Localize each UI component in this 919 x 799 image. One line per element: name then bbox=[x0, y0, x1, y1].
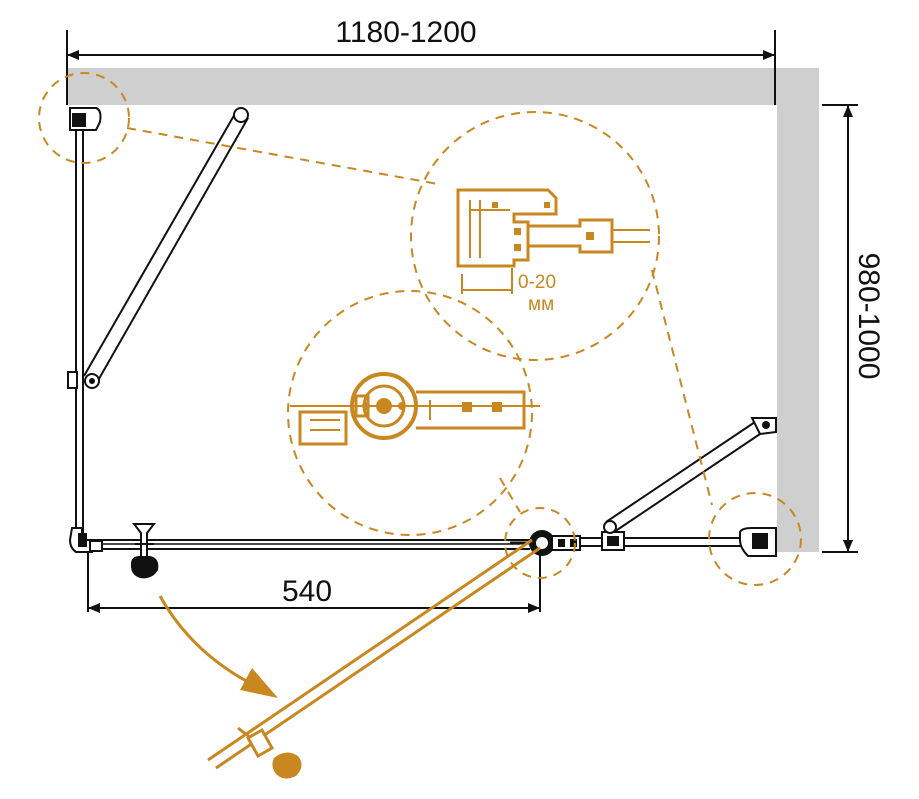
left-glass-panel bbox=[67, 115, 84, 540]
detail-circle-hinge bbox=[287, 290, 533, 536]
door-label: 540 bbox=[282, 575, 332, 608]
back-wall bbox=[67, 68, 777, 105]
side-wall bbox=[777, 68, 819, 552]
stabilizer-bar-left bbox=[83, 107, 249, 389]
swing-direction-arrow bbox=[158, 595, 278, 698]
swing-door-open bbox=[207, 538, 541, 779]
width-dimension: 1180-1200 bbox=[66, 16, 776, 105]
gap-value: 0-20 bbox=[518, 272, 556, 293]
right-glass-panel bbox=[580, 531, 748, 551]
leader-line-3 bbox=[499, 477, 521, 513]
leader-line-1 bbox=[126, 127, 439, 185]
depth-dimension: 980-1000 bbox=[822, 104, 885, 553]
gap-unit: мм bbox=[528, 294, 554, 315]
hinge bbox=[510, 530, 581, 556]
width-label: 1180-1200 bbox=[335, 16, 476, 49]
leader-line-2 bbox=[651, 269, 713, 506]
door-handle bbox=[130, 523, 159, 579]
door-dimension: 540 bbox=[87, 552, 541, 613]
callout-circle-top-left bbox=[38, 72, 130, 164]
callout-circle-right bbox=[708, 492, 802, 586]
callout-circle-hinge bbox=[504, 507, 576, 579]
bottom-rail bbox=[68, 527, 530, 553]
detail-circle-profile bbox=[410, 111, 660, 361]
depth-label: 980-1000 bbox=[852, 253, 885, 380]
profile-detail-drawing: 0-20 мм bbox=[456, 188, 650, 315]
wall-profile-top-left bbox=[69, 107, 102, 131]
hinge-detail-drawing bbox=[290, 372, 540, 446]
wall-profile-right bbox=[739, 527, 777, 557]
stabilizer-bar-right bbox=[603, 417, 777, 534]
